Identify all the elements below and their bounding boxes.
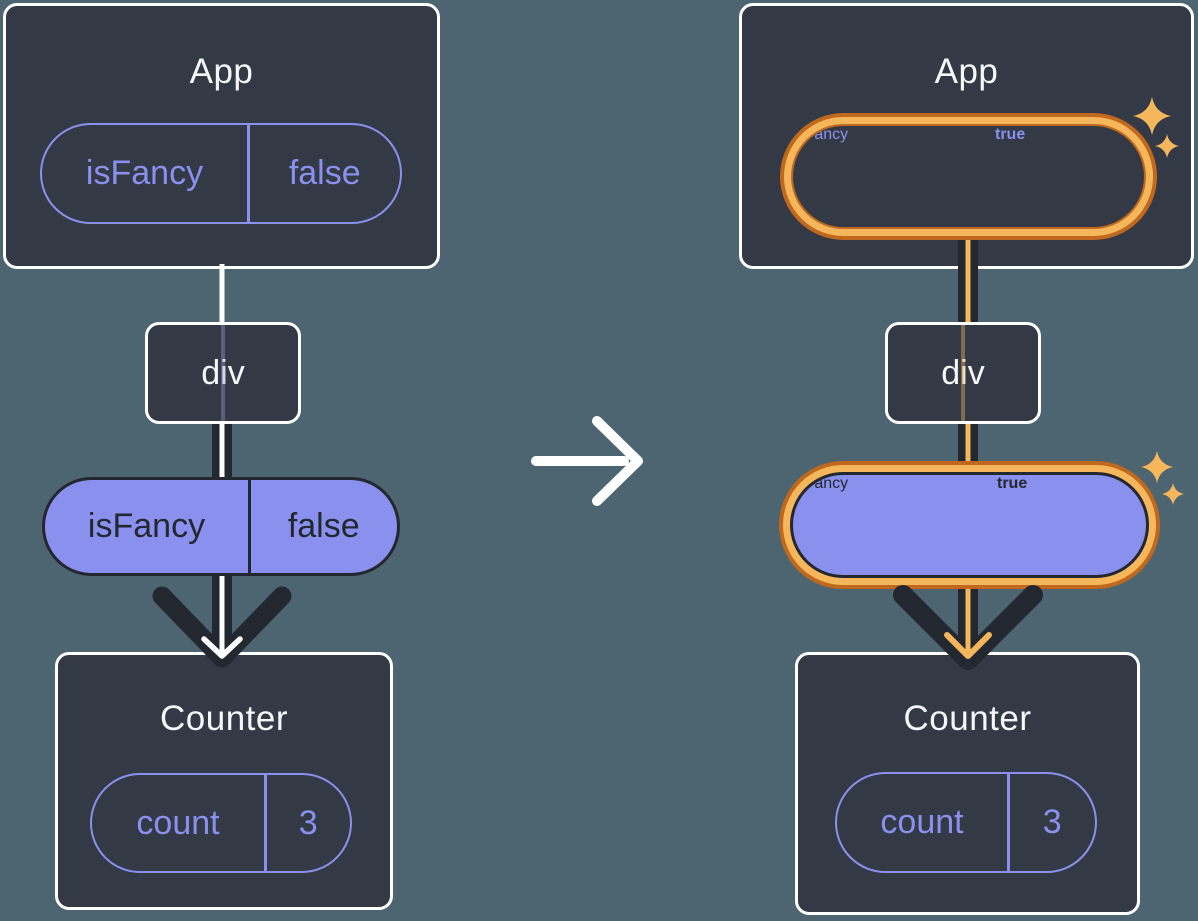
before-app-card: App isFancy false	[3, 3, 440, 269]
pill-divider	[248, 480, 251, 573]
prop-value: false	[287, 507, 360, 545]
after-app-state-pill: isFancy true	[791, 124, 1146, 229]
state-name: count	[136, 803, 220, 842]
pass-through-line-ghost	[221, 325, 225, 421]
after-div-node: div	[885, 322, 1041, 424]
before-div-node: div	[145, 322, 301, 424]
before-app-title: App	[189, 52, 254, 91]
sparkle-icon-small-middle	[1162, 483, 1184, 505]
transition-arrow-icon	[531, 416, 643, 506]
before-div-label: div	[201, 353, 245, 392]
pill-divider	[247, 125, 250, 222]
prop-name: isFancy	[87, 507, 206, 545]
state-value: true	[995, 126, 1026, 143]
after-counter-title: Counter	[903, 699, 1032, 738]
state-name: count	[880, 803, 964, 841]
before-pill-to-counter-arrow-icon	[152, 576, 292, 668]
state-name: isFancy	[793, 126, 849, 143]
after-pill-to-counter-arrow-icon	[893, 585, 1043, 670]
pass-through-line-ghost	[961, 325, 965, 421]
prop-name: isFancy	[793, 475, 849, 492]
pill-divider	[1007, 774, 1010, 871]
after-app-state-pill-highlight: isFancy true	[780, 113, 1157, 240]
state-value: 3	[1042, 803, 1062, 841]
after-app-title: App	[934, 52, 999, 91]
before-counter-state-pill: count 3	[90, 773, 352, 873]
after-counter-state-pill: count 3	[835, 772, 1097, 873]
after-counter-card: Counter count 3	[795, 652, 1140, 915]
before-counter-title: Counter	[159, 699, 289, 738]
before-prop-pill: isFancy false	[42, 477, 400, 576]
state-value: 3	[298, 803, 318, 842]
prop-value: true	[997, 475, 1028, 492]
after-prop-pill-highlight: isFancy true	[779, 461, 1160, 589]
pill-divider	[264, 775, 267, 871]
before-app-state-pill: isFancy false	[40, 123, 402, 224]
sparkle-icon-large-middle	[1141, 451, 1173, 483]
before-counter-card: Counter count 3	[55, 652, 393, 910]
after-prop-pill: isFancy true	[790, 472, 1149, 578]
state-value: false	[288, 154, 361, 192]
state-name: isFancy	[85, 154, 204, 192]
